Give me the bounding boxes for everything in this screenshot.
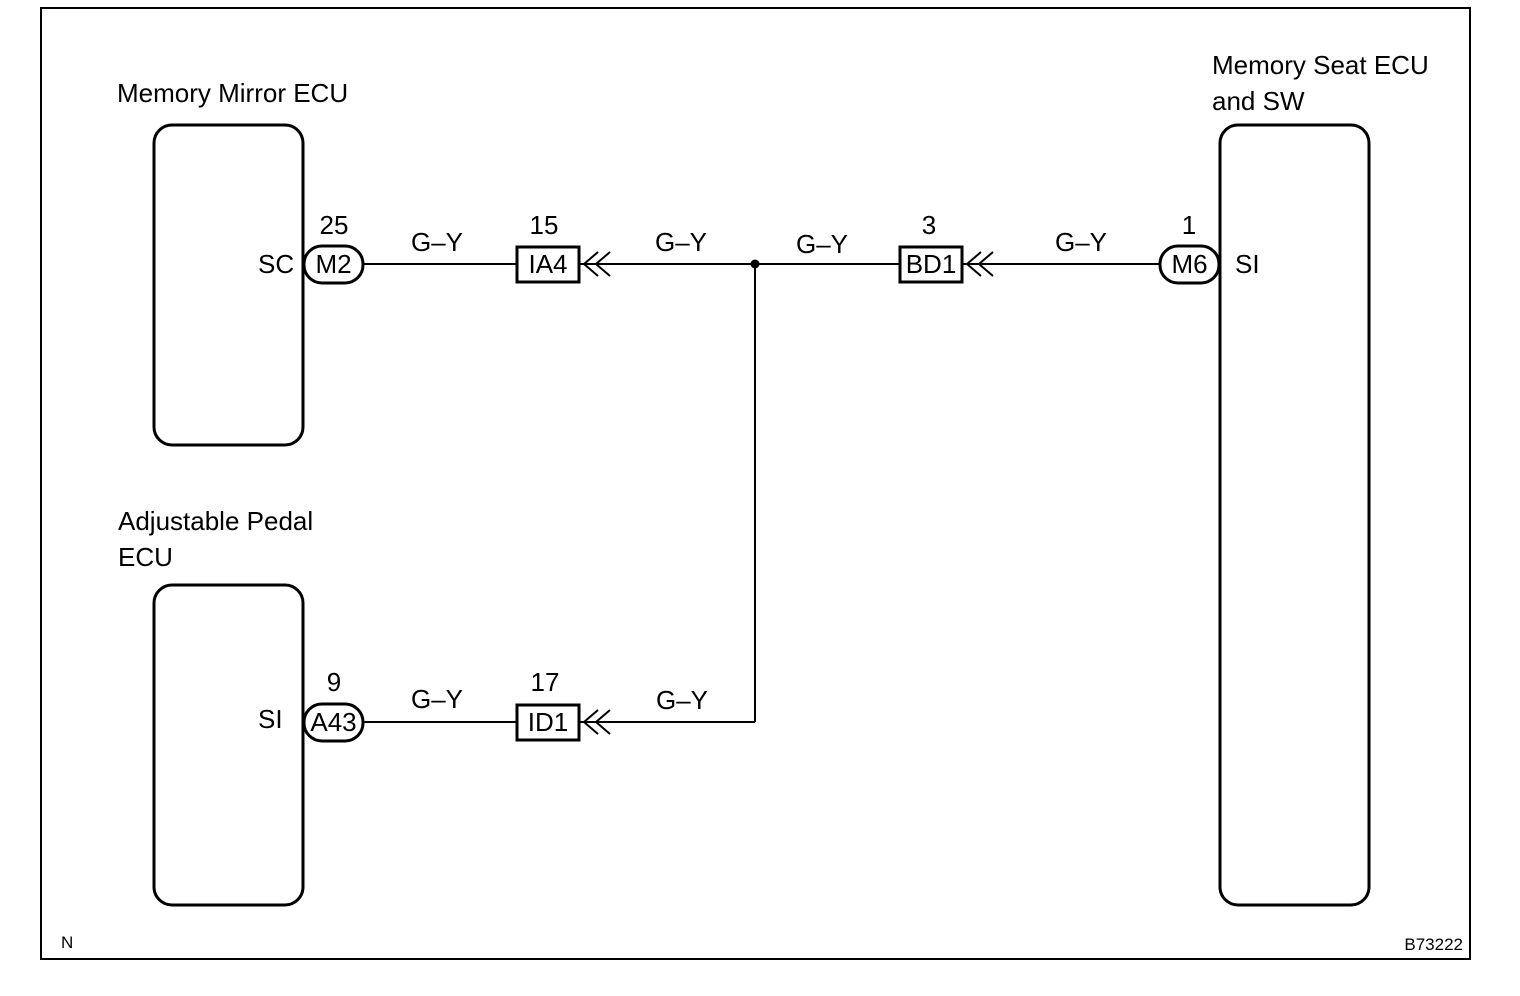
diagram-frame (40, 7, 1471, 960)
connector-m2 (302, 244, 365, 285)
junction-connector-id1-pin: 17 (531, 667, 560, 697)
connector-m2-pin: 25 (320, 210, 349, 240)
wire-color-label: G–Y (656, 685, 708, 715)
adjustable-pedal-ecu-title-line2: ECU (118, 542, 173, 572)
junction-connector-bd1-pin: 3 (922, 210, 936, 240)
splice-point (750, 259, 760, 269)
memory-mirror-ecu-title: Memory Mirror ECU (117, 78, 348, 108)
junction-connector-bd1-code: BD1 (906, 249, 957, 279)
wire-color-label: G–Y (411, 227, 463, 257)
pedal-ecu-pin-si: SI (258, 704, 283, 734)
memory-seat-ecu-body (1218, 123, 1371, 907)
connector-a43-pin: 9 (327, 667, 341, 697)
connector-a43 (302, 702, 365, 743)
adjustable-pedal-ecu-title-line1: Adjustable Pedal (118, 506, 313, 536)
junction-connector-ia4-code: IA4 (528, 249, 567, 279)
figure-code: B73222 (1404, 935, 1463, 954)
bd1-chevron-icon (965, 251, 994, 277)
connector-m6-code: M6 (1171, 249, 1207, 279)
junction-connector-ia4-pin: 15 (530, 210, 559, 240)
junction-connector-bd1 (898, 245, 964, 284)
memory-mirror-ecu-body (152, 123, 305, 447)
memory-seat-ecu-title-line2: and SW (1212, 86, 1305, 116)
connector-m6-pin: 1 (1182, 210, 1196, 240)
ia4-chevron-icon (582, 251, 611, 277)
adjustable-pedal-ecu-body (152, 583, 305, 907)
seat-ecu-pin-si: SI (1235, 249, 1260, 279)
wire-color-label: G–Y (655, 227, 707, 257)
junction-connector-ia4 (515, 245, 581, 284)
mirror-ecu-pin-sc: SC (258, 249, 294, 279)
connector-a43-code: A43 (310, 707, 356, 737)
wire-color-label: G–Y (1055, 227, 1107, 257)
connector-m2-code: M2 (315, 249, 351, 279)
corner-letter: N (61, 933, 73, 952)
wire-color-label: G–Y (796, 229, 848, 259)
junction-connector-id1 (515, 703, 581, 742)
id1-chevron-icon (582, 709, 611, 735)
memory-seat-ecu-title-line1: Memory Seat ECU (1212, 50, 1429, 80)
junction-connector-id1-code: ID1 (528, 707, 568, 737)
connector-m6 (1158, 244, 1221, 285)
wire-color-label: G–Y (411, 684, 463, 714)
